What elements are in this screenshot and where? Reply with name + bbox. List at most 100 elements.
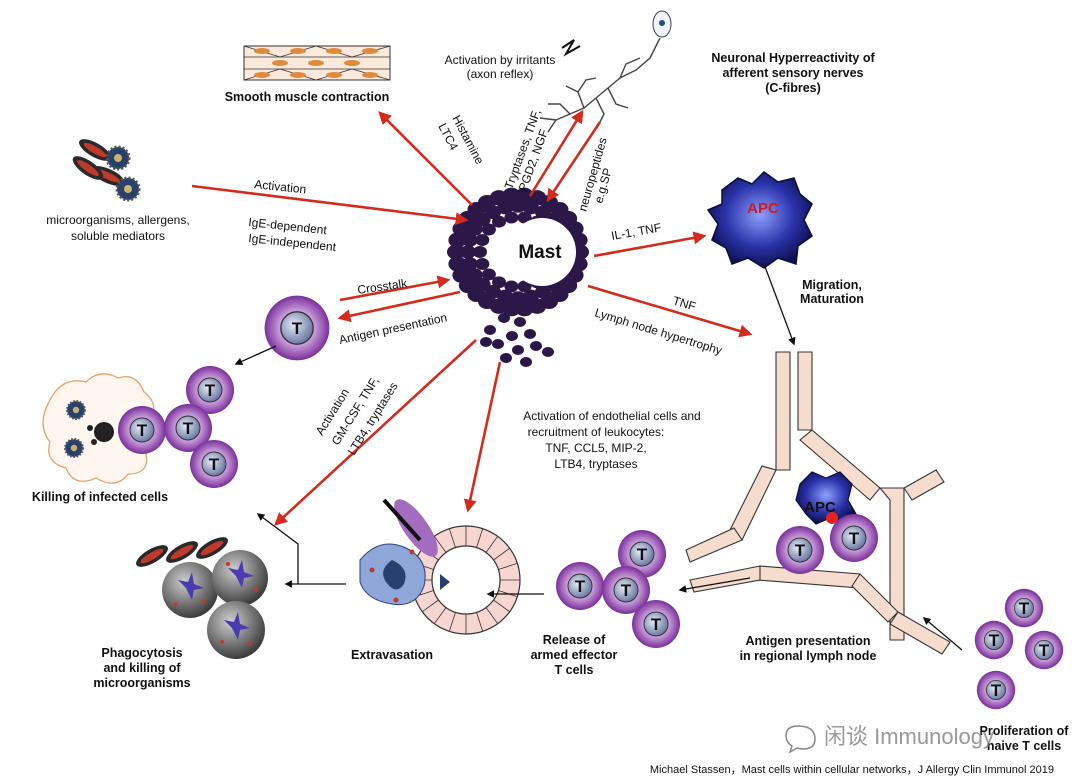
mast-granule: [535, 285, 551, 299]
lymph-apc: APC: [795, 471, 857, 525]
watermark-text: 闲谈 Immunology: [824, 724, 994, 749]
endo-label-4: LTB4, tryptases: [554, 457, 637, 471]
red-arrows: [191, 109, 753, 526]
mast-granule: [522, 200, 539, 215]
released-granule: [514, 317, 526, 327]
mast-granule: [515, 301, 534, 317]
arrow-smooth-muscle: [378, 111, 473, 206]
released-granule: [484, 325, 496, 335]
svg-text:T: T: [621, 581, 632, 600]
microbes-label-1: microorganisms, allergens,: [46, 213, 189, 227]
arrow-to-nerve: [528, 109, 584, 197]
lymph-label: Lymph node hypertrophy: [593, 305, 724, 357]
black-arrows: [234, 263, 963, 651]
svg-text:T: T: [137, 421, 148, 440]
mast-granule: [510, 199, 526, 213]
chat-bubble-icon: [785, 725, 816, 754]
mast-cell: Mast: [447, 187, 589, 367]
killer-t-cells: T T T T: [117, 365, 239, 489]
crosstalk-label: Crosstalk: [356, 276, 408, 297]
mast-granule: [502, 187, 521, 203]
extravasation-label: Extravasation: [351, 648, 433, 662]
mast-granule: [461, 233, 478, 247]
naive-label-2: naive T cells: [987, 739, 1061, 753]
svg-text:T: T: [637, 545, 648, 564]
naive-label-1: Proliferation of: [980, 724, 1070, 738]
released-granule: [480, 337, 492, 347]
mast-granule: [473, 246, 487, 258]
svg-text:T: T: [1039, 641, 1050, 660]
svg-text:T: T: [1019, 599, 1030, 618]
il1-label: IL-1, TNF: [610, 220, 662, 243]
mast-granule: [447, 244, 465, 260]
mast-granule: [461, 257, 478, 271]
released-granule: [530, 341, 542, 351]
svg-text:T: T: [209, 455, 220, 474]
released-granule: [506, 331, 518, 341]
t-cell-single-label: T: [292, 319, 303, 338]
mast-granule: [481, 268, 496, 281]
neuronal-label-1: Neuronal Hyperreactivity of: [711, 51, 875, 65]
release-label-3: T cells: [555, 663, 594, 677]
svg-text:T: T: [795, 541, 806, 560]
arrow-lymph: [587, 284, 753, 338]
mast-granule: [460, 245, 476, 259]
released-granule: [520, 357, 532, 367]
lightning-icon: [561, 39, 581, 57]
mast-granule: [466, 268, 483, 282]
mast-granule: [475, 234, 490, 246]
arrow-apc: [593, 231, 707, 258]
released-granule: [524, 329, 536, 339]
neuron-illustration: [539, 37, 661, 133]
vessel-illustration: [359, 498, 521, 635]
lymph-vessels: [685, 351, 951, 655]
mast-granule: [497, 289, 514, 304]
naive-t-cells: T T T T: [974, 588, 1064, 710]
killing-label: Killing of infected cells: [32, 490, 168, 504]
mast-granule: [497, 200, 514, 215]
phago-label-3: microorganisms: [93, 676, 190, 690]
svg-text:T: T: [989, 631, 1000, 650]
mast-granule: [517, 211, 532, 224]
neuronal-label-3: (C-fibres): [765, 81, 821, 95]
svg-text:T: T: [575, 577, 586, 596]
migration-label-2: Maturation: [800, 292, 864, 306]
release-label-1: Release of: [543, 633, 606, 647]
mast-label: Mast: [518, 242, 562, 263]
credit-text: Michael Stassen，Mast cells within cellul…: [650, 764, 1054, 776]
watermark: 闲谈 Immunology: [785, 724, 994, 754]
mast-granule: [474, 277, 491, 292]
antigen-node-label-1: Antigen presentation: [745, 634, 870, 648]
phagocytes-illustration: [132, 532, 268, 659]
mast-granule: [481, 223, 496, 236]
released-granule: [500, 353, 512, 363]
released-granule: [542, 347, 554, 357]
endo-label-3: TNF, CCL5, MIP-2,: [545, 441, 646, 455]
mast-nucleus: [508, 218, 576, 286]
irritants-label-1: Activation by irritants: [445, 53, 556, 67]
tnf-label: TNF: [671, 293, 697, 313]
migration-label-1: Migration,: [802, 278, 862, 292]
phago-label-2: and killing of: [103, 661, 181, 675]
mast-granule: [504, 211, 519, 224]
svg-text:T: T: [991, 681, 1002, 700]
release-label-2: armed effector: [531, 648, 618, 662]
irritants-label-2: (axon reflex): [467, 67, 534, 81]
microorganisms-illustration: [69, 134, 141, 202]
mast-granule: [466, 222, 483, 236]
arrow-from-nerve: [546, 121, 602, 203]
neuronal-label-2: afferent sensory nerves: [722, 66, 863, 80]
mast-granule: [517, 280, 532, 293]
mast-granule: [522, 289, 539, 304]
released-granule: [498, 313, 510, 323]
lymph-t-cells: T T: [775, 513, 879, 575]
svg-text:T: T: [849, 529, 860, 548]
svg-text:T: T: [205, 381, 216, 400]
mast-granule: [510, 291, 526, 305]
endo-label-1: Activation of endothelial cells and: [523, 409, 700, 423]
endo-label-2: recruitment of leukocytes:: [528, 425, 665, 439]
infected-cell: [42, 373, 156, 484]
antigen-node-label-2: in regional lymph node: [740, 649, 877, 663]
